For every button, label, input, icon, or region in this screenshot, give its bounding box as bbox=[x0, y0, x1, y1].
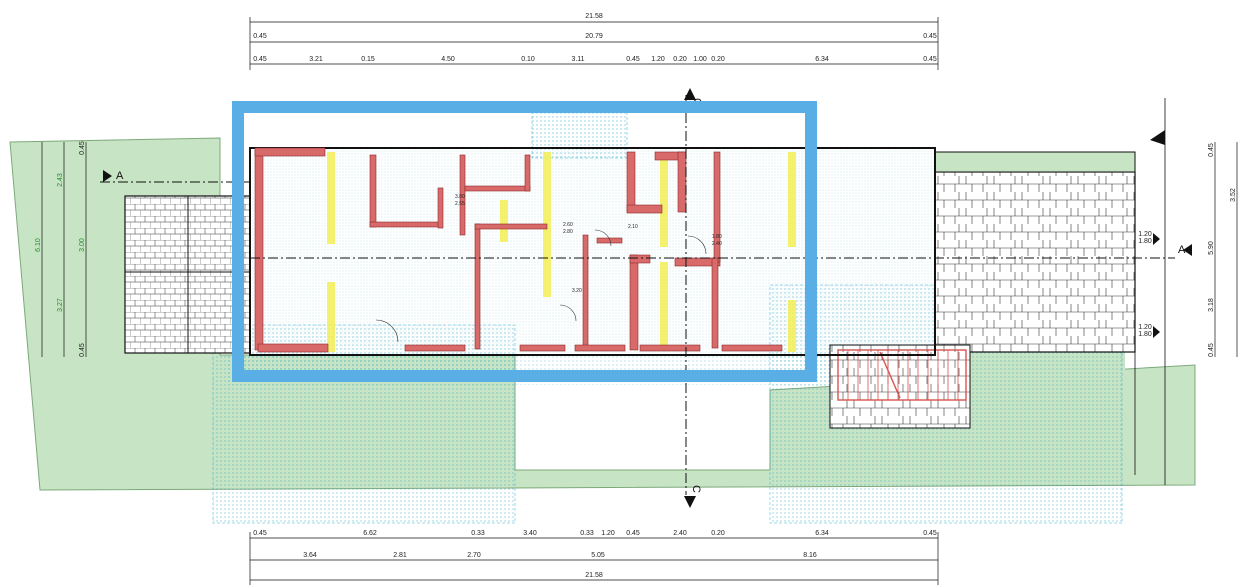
dim-top-third-2: 0.15 bbox=[361, 56, 375, 63]
dim-top-third-8: 0.20 bbox=[673, 56, 687, 63]
dim-top-third-7: 1.20 bbox=[651, 56, 665, 63]
dim-top-third-5: 3.11 bbox=[571, 56, 584, 63]
section-mark-a-left: A bbox=[116, 170, 124, 182]
dim-top-second-1: 20.79 bbox=[585, 33, 603, 40]
dimension-lines-top bbox=[249, 17, 939, 70]
dim-right-4: 0.45 bbox=[1208, 343, 1215, 357]
dim-top-third-6: 0.45 bbox=[626, 56, 640, 63]
section-arrow-a-right bbox=[1183, 244, 1192, 256]
dim-top-third-4: 0.10 bbox=[521, 56, 535, 63]
section-mark-a-right: A bbox=[1178, 244, 1186, 256]
dim-top-third-1: 3.21 bbox=[309, 56, 323, 63]
dim-top-third-11: 6.34 bbox=[815, 56, 829, 63]
dim-left-0: 6.10 bbox=[35, 238, 42, 252]
dim-top-total: 21.58 bbox=[585, 13, 603, 20]
side-label-2: 1.20 bbox=[1138, 324, 1152, 331]
dim-bottom-first-6: 0.45 bbox=[626, 530, 640, 537]
building-outline bbox=[250, 148, 935, 355]
dimension-lines-left bbox=[41, 142, 87, 357]
dimension-lines-bottom bbox=[249, 532, 939, 585]
dim-left-1: 2.43 bbox=[57, 173, 64, 187]
dim-right-0: 0.45 bbox=[1208, 143, 1215, 157]
room-label-4: 2.10 bbox=[628, 224, 638, 230]
side-label-0: 1.20 bbox=[1138, 231, 1152, 238]
room-label-1: 2.55 bbox=[455, 201, 465, 207]
dim-left-4: 0.45 bbox=[79, 141, 86, 155]
dim-right-1: 3.52 bbox=[1230, 188, 1237, 202]
dim-bottom-first-0: 0.45 bbox=[253, 530, 267, 537]
dim-bottom-first-2: 0.33 bbox=[471, 530, 485, 537]
selection-box[interactable] bbox=[232, 101, 817, 382]
section-arrow-c-bottom bbox=[684, 496, 696, 508]
dim-bottom-second-1: 2.81 bbox=[393, 552, 407, 559]
dim-top-second-0: 0.45 bbox=[253, 33, 267, 40]
dim-right-3: 3.18 bbox=[1208, 298, 1215, 312]
section-lines bbox=[100, 95, 1175, 495]
dim-bottom-first-9: 6.34 bbox=[815, 530, 829, 537]
dim-bottom-first-5: 1.20 bbox=[601, 530, 615, 537]
dim-bottom-total: 21.58 bbox=[585, 572, 603, 579]
room-label-3: 2.80 bbox=[563, 229, 573, 235]
dim-bottom-first-1: 6.62 bbox=[363, 530, 377, 537]
dim-top-third-9: 1.00 bbox=[693, 56, 707, 63]
canopy-right bbox=[934, 151, 1136, 173]
section-arrow-a-left bbox=[103, 170, 112, 182]
dim-top-third-10: 0.20 bbox=[711, 56, 725, 63]
room-label-5: 1.80 bbox=[712, 234, 722, 240]
dim-bottom-second-4: 8.16 bbox=[803, 552, 817, 559]
dim-bottom-first-4: 0.33 bbox=[580, 530, 594, 537]
paving-right bbox=[934, 171, 1136, 353]
dim-left-3: 3.27 bbox=[57, 298, 64, 312]
dim-bottom-second-3: 5.05 bbox=[591, 552, 605, 559]
dim-top-third-12: 0.45 bbox=[923, 56, 937, 63]
room-label-0: 3.80 bbox=[455, 194, 465, 200]
room-label-6: 2.40 bbox=[712, 241, 722, 247]
dim-top-third-0: 0.45 bbox=[253, 56, 267, 63]
dim-bottom-first-7: 2.40 bbox=[673, 530, 687, 537]
dimension-lines-right bbox=[1214, 142, 1238, 357]
room-label-7: 3.20 bbox=[572, 288, 582, 294]
dim-bottom-first-8: 0.20 bbox=[711, 530, 725, 537]
door-swings bbox=[375, 229, 707, 343]
dim-top-second-2: 0.45 bbox=[923, 33, 937, 40]
dim-left-2: 3.00 bbox=[79, 238, 86, 252]
walls bbox=[254, 147, 783, 353]
side-label-3: 1.80 bbox=[1138, 331, 1152, 338]
dim-bottom-first-10: 0.45 bbox=[923, 530, 937, 537]
room-label-2: 2.60 bbox=[563, 222, 573, 228]
section-mark-c-bottom: C bbox=[690, 485, 702, 493]
stairs-area bbox=[829, 344, 971, 429]
dim-left-5: 0.45 bbox=[79, 343, 86, 357]
section-arrow-c-top bbox=[684, 88, 696, 100]
side-label-1: 1.80 bbox=[1138, 238, 1152, 245]
dim-right-2: 5.90 bbox=[1208, 241, 1215, 255]
dim-bottom-first-3: 3.40 bbox=[523, 530, 537, 537]
dim-bottom-second-0: 3.64 bbox=[303, 552, 317, 559]
dim-bottom-second-2: 2.70 bbox=[467, 552, 481, 559]
dim-top-third-3: 4.50 bbox=[441, 56, 455, 63]
